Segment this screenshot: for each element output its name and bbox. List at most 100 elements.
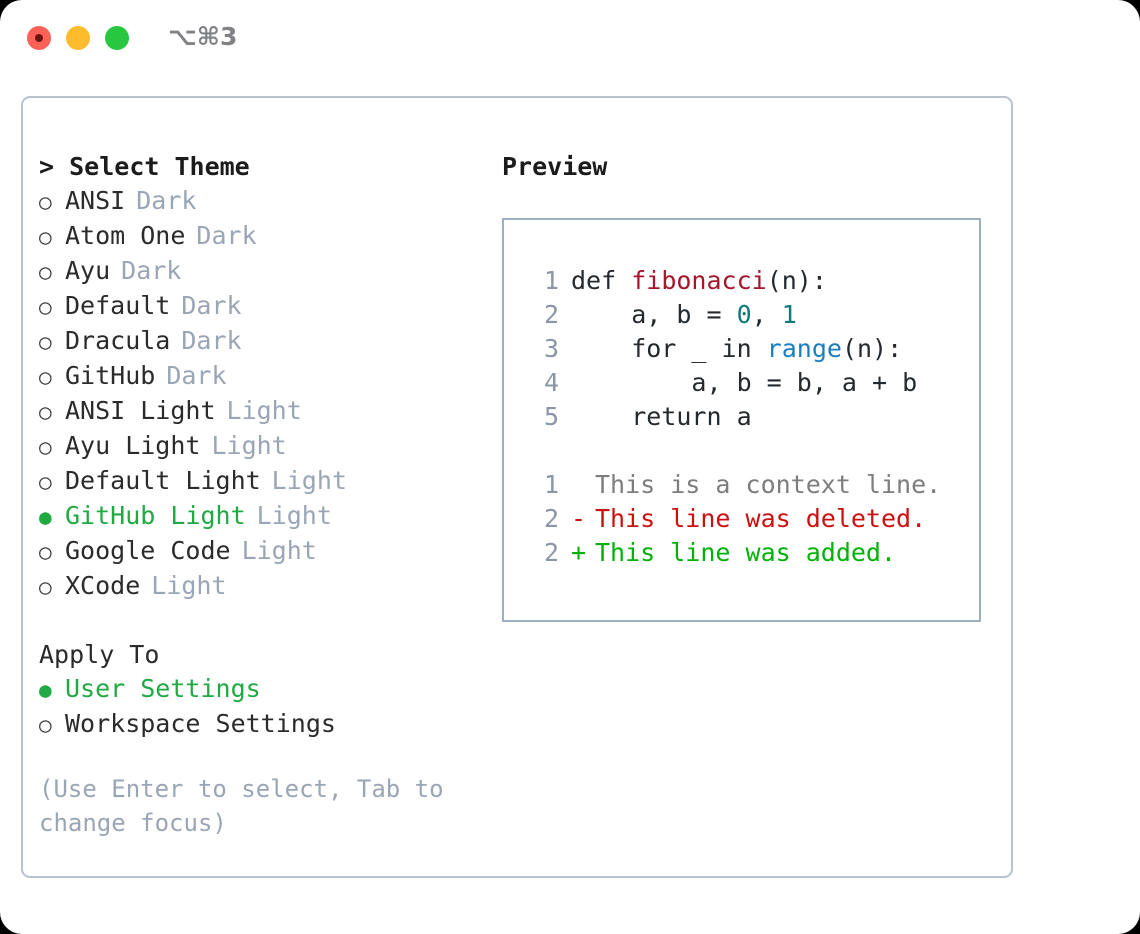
traffic-light-controls (27, 26, 129, 50)
radio-selected-icon[interactable]: ● (39, 505, 52, 529)
radio-selected-icon[interactable]: ● (39, 678, 52, 702)
theme-list-item[interactable]: ○ Default Light Light (39, 464, 479, 499)
theme-name: Default (65, 291, 171, 320)
radio-unselected-icon[interactable]: ○ (39, 713, 52, 737)
radio-unselected-icon[interactable]: ○ (39, 260, 52, 284)
minimize-button[interactable] (66, 26, 90, 50)
theme-variant-badge: Dark (136, 186, 197, 215)
code-diff-spacer (527, 434, 979, 468)
theme-name: Ayu Light (65, 431, 201, 460)
theme-name: GitHub (65, 361, 156, 390)
line-number: 3 (543, 334, 559, 363)
preview-title: Preview (502, 152, 608, 181)
theme-name: Atom One (65, 221, 186, 250)
diff-line: 1 This is a context line. (527, 468, 979, 502)
theme-variant-badge: Dark (181, 326, 242, 355)
theme-variant-badge: Light (241, 536, 317, 565)
code-token: (n): (841, 334, 903, 363)
theme-name: Ayu (65, 256, 111, 285)
theme-list-item[interactable]: ○ XCode Light (39, 569, 479, 604)
apply-to-name: User Settings (65, 674, 261, 703)
theme-list-item[interactable]: ○ ANSI Light Light (39, 394, 479, 429)
theme-name: ANSI (65, 186, 126, 215)
code-token: 0 (736, 300, 752, 329)
line-number: 4 (543, 368, 559, 397)
line-number: 1 (543, 470, 559, 499)
diff-marker: + (571, 538, 587, 567)
code-token: fibonacci (631, 266, 767, 295)
code-line: 2 a, b = 0, 1 (527, 298, 979, 332)
code-token: a, b = (571, 300, 737, 329)
code-token: (n): (766, 266, 827, 295)
apply-to-item[interactable]: ● User Settings (39, 672, 479, 707)
line-number: 1 (543, 266, 559, 295)
diff-sample: 1 This is a context line.2-This line was… (527, 468, 979, 570)
theme-name: Default Light (65, 466, 261, 495)
radio-unselected-icon[interactable]: ○ (39, 225, 52, 249)
code-token: 1 (781, 300, 797, 329)
diff-line: 2 + This line was added. (527, 536, 979, 570)
theme-name: Google Code (65, 536, 231, 565)
radio-unselected-icon[interactable]: ○ (39, 540, 52, 564)
zoom-button[interactable] (105, 26, 129, 50)
theme-variant-badge: Light (211, 431, 287, 460)
theme-variant-badge: Light (271, 466, 347, 495)
diff-marker: - (571, 504, 587, 533)
line-number: 2 (543, 538, 559, 567)
keyboard-shortcut-label: ⌥⌘3 (168, 22, 238, 51)
diff-text: This line was deleted. (595, 504, 927, 533)
radio-unselected-icon[interactable]: ○ (39, 400, 52, 424)
line-number: 2 (543, 300, 559, 329)
diff-text: This line was added. (595, 538, 897, 567)
theme-name: ANSI Light (65, 396, 216, 425)
apply-to-list: ● User Settings ○ Workspace Settings (39, 672, 479, 742)
radio-unselected-icon[interactable]: ○ (39, 330, 52, 354)
radio-unselected-icon[interactable]: ○ (39, 575, 52, 599)
theme-list-item[interactable]: ○ Google Code Light (39, 534, 479, 569)
radio-unselected-icon[interactable]: ○ (39, 190, 52, 214)
code-token: , (751, 300, 782, 329)
theme-variant-badge: Dark (166, 361, 227, 390)
line-number: 5 (543, 402, 559, 431)
apply-to-item[interactable]: ○ Workspace Settings (39, 707, 479, 742)
theme-list-item[interactable]: ○ Default Dark (39, 289, 479, 324)
line-number: 2 (543, 504, 559, 533)
list-spacer (39, 604, 479, 638)
close-button[interactable] (27, 26, 51, 50)
radio-unselected-icon[interactable]: ○ (39, 435, 52, 459)
theme-list-item[interactable]: ○ ANSI Dark (39, 184, 479, 219)
theme-list-item[interactable]: ○ Ayu Light Light (39, 429, 479, 464)
apply-to-name: Workspace Settings (65, 709, 336, 738)
code-token: for _ in (571, 334, 767, 363)
radio-unselected-icon[interactable]: ○ (39, 365, 52, 389)
theme-list-item[interactable]: ○ Dracula Dark (39, 324, 479, 359)
code-token: a, b = b, a + b (571, 368, 918, 397)
theme-variant-badge: Dark (121, 256, 182, 285)
theme-list-item[interactable]: ○ Ayu Dark (39, 254, 479, 289)
code-line: 3 for _ in range(n): (527, 332, 979, 366)
theme-list-item[interactable]: ○ GitHub Dark (39, 359, 479, 394)
keyboard-hint: (Use Enter to select, Tab to change focu… (39, 775, 444, 837)
theme-name: XCode (65, 571, 141, 600)
diff-line: 2-This line was deleted. (527, 502, 979, 536)
theme-variant-badge: Light (151, 571, 227, 600)
code-token: return a (571, 402, 752, 431)
radio-unselected-icon[interactable]: ○ (39, 295, 52, 319)
code-token: range (766, 334, 842, 363)
selection-caret-icon: > (39, 152, 70, 181)
theme-variant-badge: Light (226, 396, 302, 425)
theme-variant-badge: Dark (181, 291, 242, 320)
theme-name: Dracula (65, 326, 171, 355)
diff-marker (571, 468, 595, 502)
radio-unselected-icon[interactable]: ○ (39, 470, 52, 494)
code-line: 4 a, b = b, a + b (527, 366, 979, 400)
